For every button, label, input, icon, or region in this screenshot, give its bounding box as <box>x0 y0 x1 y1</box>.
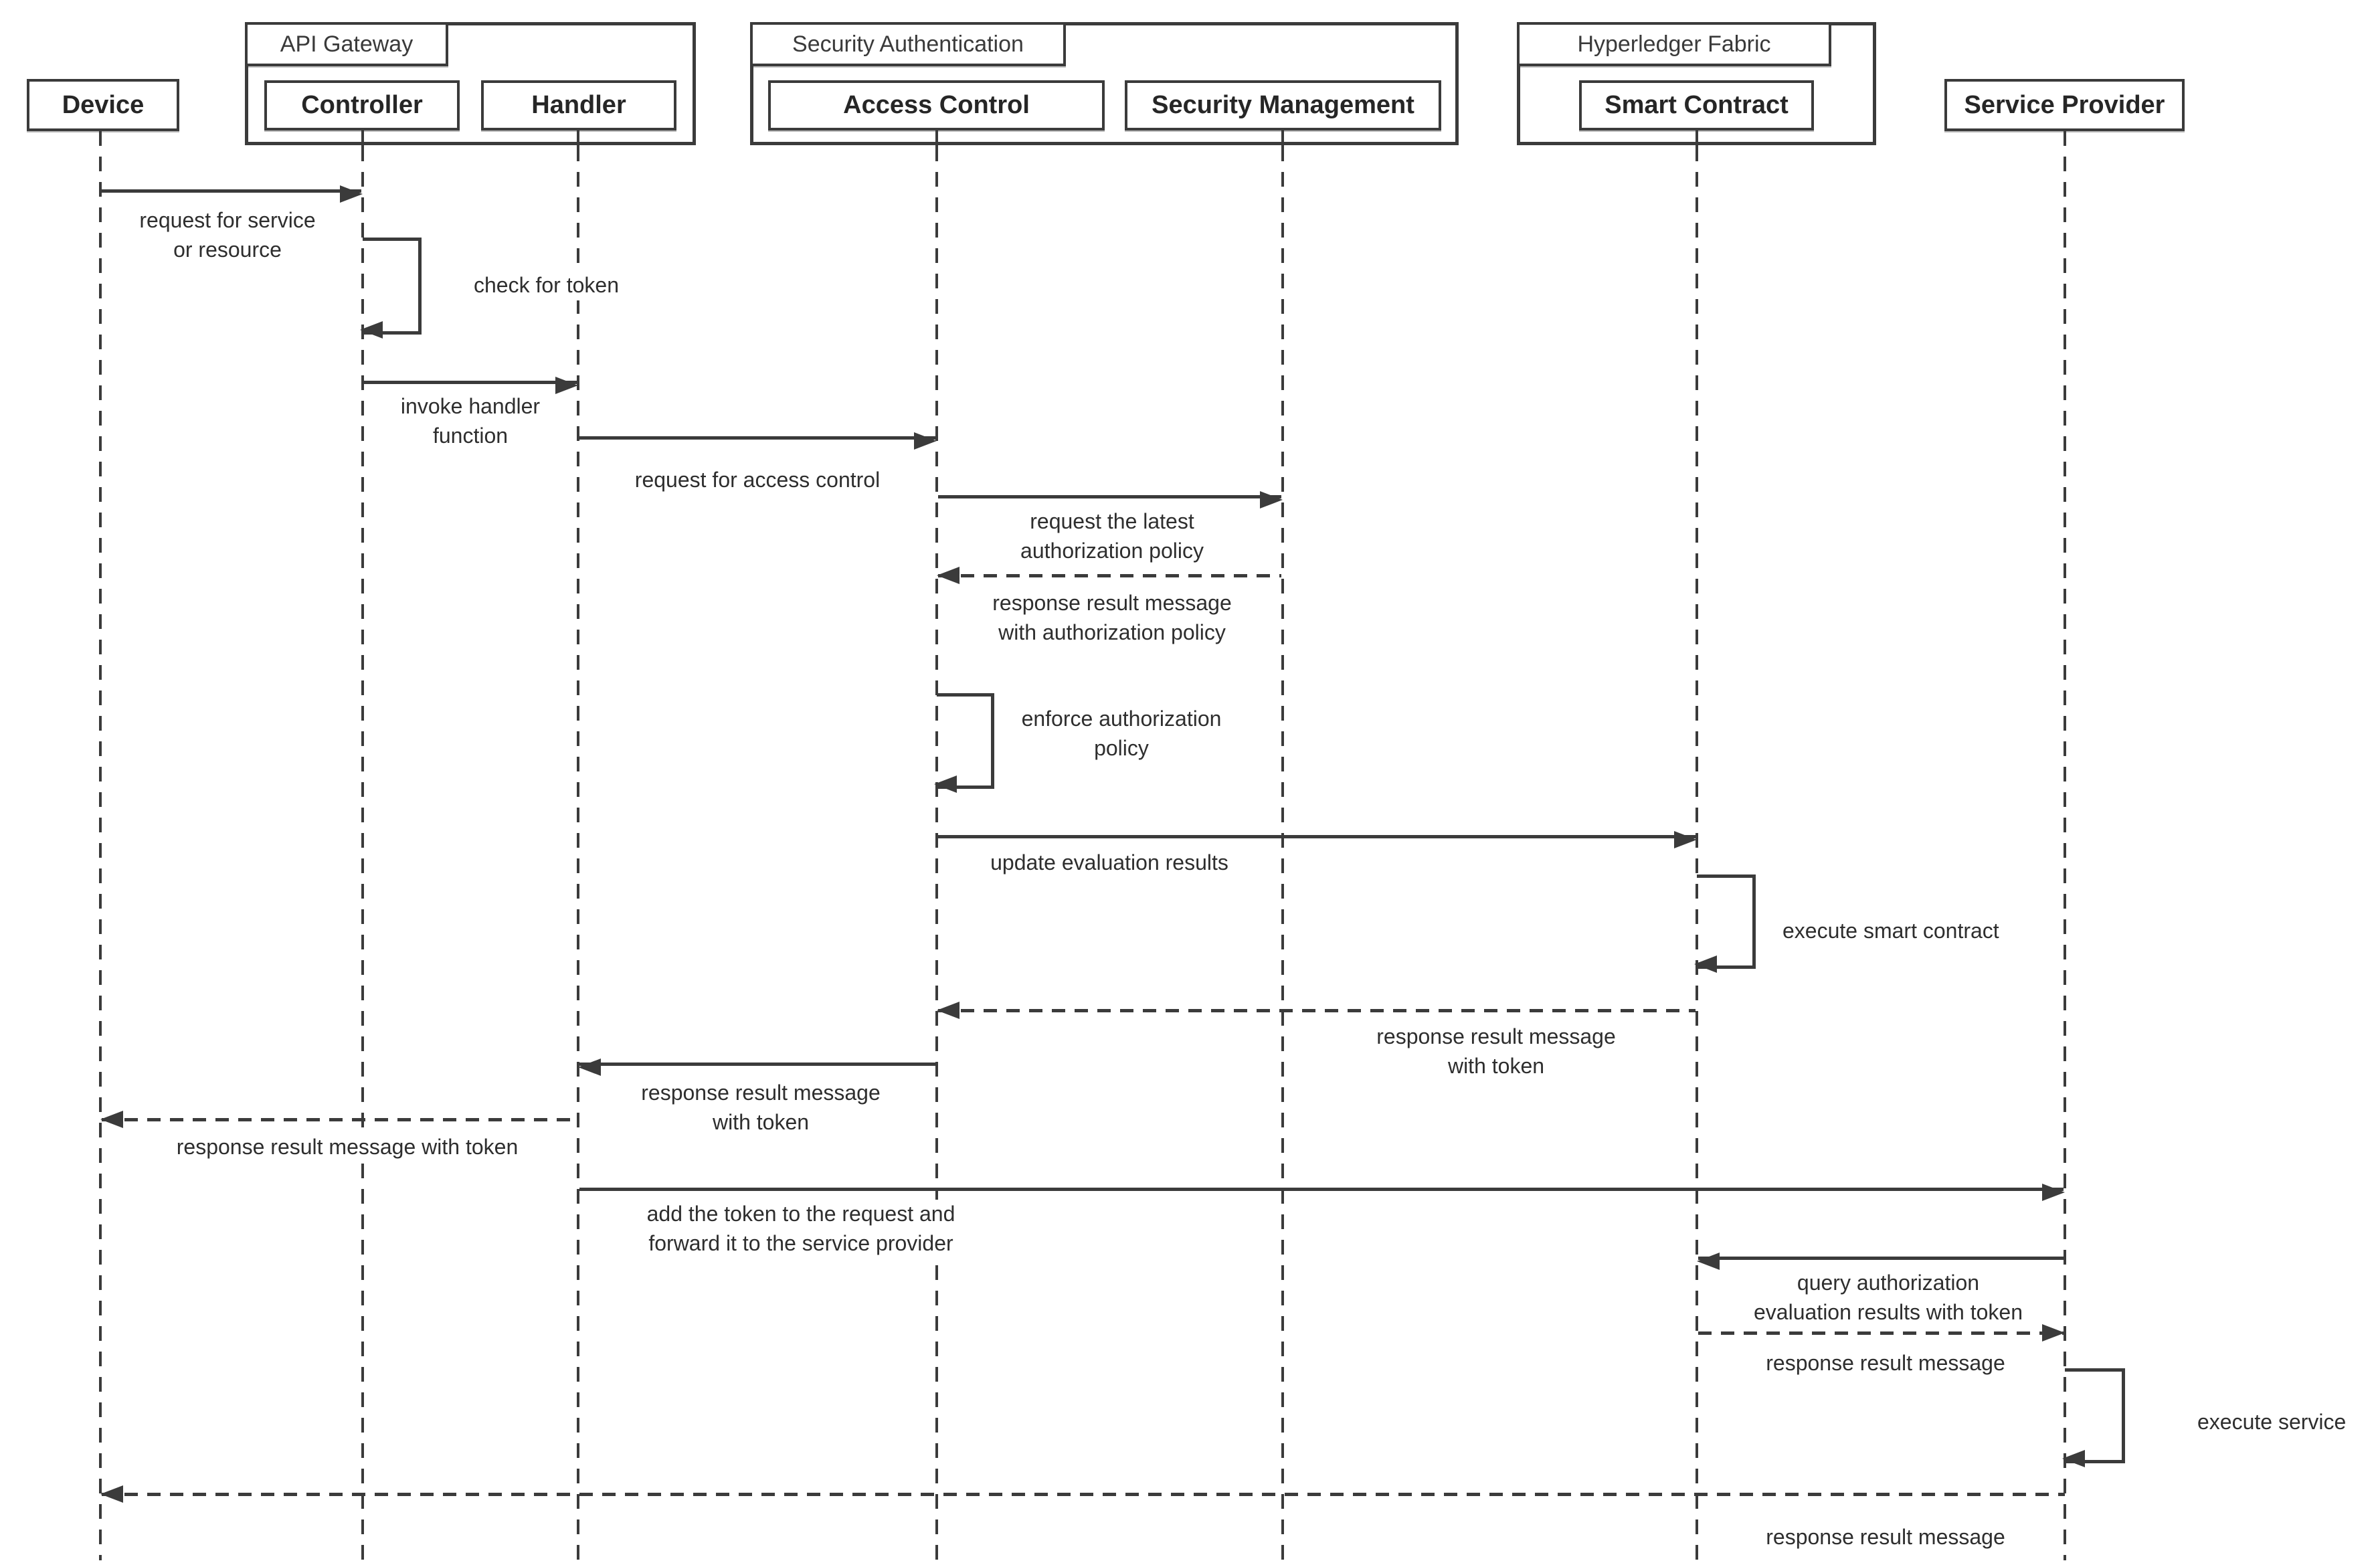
arrowhead-right-icon <box>2042 1184 2065 1201</box>
arrowhead-left-icon <box>2062 1450 2085 1467</box>
lifeline-smart-contract <box>1696 147 1698 1560</box>
message-label: response result message <box>1762 1349 2009 1378</box>
arrowhead-right-icon <box>2042 1324 2065 1342</box>
lifeline-stub <box>935 130 938 147</box>
frame-label: Hyperledger Fabric <box>1517 22 1831 66</box>
message-label: query authorization evaluation results w… <box>1750 1269 2027 1327</box>
frame-title: Hyperledger Fabric <box>1577 31 1771 57</box>
arrowhead-right-icon <box>340 185 363 203</box>
message-label: enforce authorization policy <box>1017 705 1226 763</box>
message-label: response result message with authorizati… <box>988 589 1236 648</box>
message-arrow-final-response <box>100 1485 2065 1503</box>
message-label: execute service <box>2193 1408 2351 1437</box>
message-arrow-invoke-handler <box>364 377 578 394</box>
lifeline-access-control <box>935 147 938 1560</box>
arrowhead-left-icon <box>100 1111 123 1128</box>
message-label: check for token <box>470 271 623 300</box>
participant-handler: Handler <box>481 80 676 130</box>
arrowhead-right-icon <box>914 432 937 450</box>
participant-access-control: Access Control <box>768 80 1105 130</box>
arrowhead-left-icon <box>1694 955 1717 973</box>
lifeline-stub <box>577 130 579 147</box>
message-label: response result message with token <box>637 1079 885 1137</box>
lifeline-controller <box>361 147 364 1560</box>
lifeline-stub <box>1696 130 1698 147</box>
frame-title: API Gateway <box>280 31 414 57</box>
message-arrow-response-token-ac <box>937 1002 1696 1019</box>
message-arrow-response-token-device <box>100 1111 577 1128</box>
message-arrow-update-results <box>938 831 1697 848</box>
arrowhead-left-icon <box>578 1058 601 1076</box>
lifeline-stub <box>361 130 364 147</box>
lifeline-service-provider <box>2064 131 2066 1560</box>
message-label: request for service or resource <box>135 206 320 265</box>
participant-label: Service Provider <box>1964 90 2165 119</box>
message-label: request for access control <box>630 466 885 495</box>
message-self-execute-contract <box>1694 874 1756 973</box>
message-label: request the latest authorization policy <box>1016 507 1208 566</box>
participant-label: Security Management <box>1152 91 1414 119</box>
message-label: response result message <box>1762 1523 2009 1552</box>
lifeline-stub <box>1281 130 1284 147</box>
frame-api-gateway: API Gateway <box>245 22 696 145</box>
arrowhead-left-icon <box>1697 1253 1720 1270</box>
arrowhead-left-icon <box>937 1002 959 1019</box>
arrowhead-left-icon <box>934 775 957 793</box>
message-self-check-token <box>360 238 422 339</box>
lifeline-security-management <box>1281 147 1284 1560</box>
message-label: response result message with token <box>172 1133 523 1162</box>
frame-label: Security Authentication <box>750 22 1066 66</box>
message-self-enforce-policy <box>934 693 994 793</box>
message-arrow-response-token-handler <box>578 1058 935 1076</box>
frame-security-authentication: Security Authentication <box>750 22 1459 145</box>
arrowhead-left-icon <box>937 567 959 584</box>
message-arrow-request-access-control <box>579 432 937 450</box>
arrowhead-right-icon <box>1674 831 1697 848</box>
lifeline-handler <box>577 147 579 1560</box>
message-label: execute smart contract <box>1778 917 2003 946</box>
participant-device: Device <box>27 79 179 131</box>
frame-title: Security Authentication <box>792 31 1024 57</box>
participant-service-provider: Service Provider <box>1944 79 2185 131</box>
message-arrow-response-policy <box>937 567 1281 584</box>
arrowhead-right-icon <box>555 377 578 394</box>
participant-smart-contract: Smart Contract <box>1579 80 1814 130</box>
message-arrow-request-policy <box>938 491 1283 509</box>
arrowhead-right-icon <box>1260 491 1283 509</box>
participant-label: Controller <box>301 91 423 119</box>
participant-controller: Controller <box>264 80 460 130</box>
message-arrow-query-evaluation <box>1697 1253 2064 1270</box>
participant-label: Access Control <box>843 91 1030 119</box>
message-label: update evaluation results <box>986 848 1232 878</box>
participant-label: Handler <box>531 91 626 119</box>
message-arrow-forward-request <box>579 1184 2065 1201</box>
message-label: invoke handler function <box>396 392 545 451</box>
message-arrow-response-result <box>1698 1324 2065 1342</box>
message-label: add the token to the request and forward… <box>642 1200 959 1259</box>
message-arrow-request-service <box>102 185 363 203</box>
lifeline-device <box>99 131 102 1560</box>
message-self-execute-service <box>2062 1368 2125 1467</box>
arrowhead-left-icon <box>360 321 383 339</box>
participant-security-management: Security Management <box>1125 80 1441 130</box>
message-label: response result message with token <box>1372 1022 1620 1081</box>
arrowhead-left-icon <box>100 1485 123 1503</box>
participant-label: Device <box>62 90 145 119</box>
frame-label: API Gateway <box>245 22 448 66</box>
participant-label: Smart Contract <box>1605 91 1789 119</box>
